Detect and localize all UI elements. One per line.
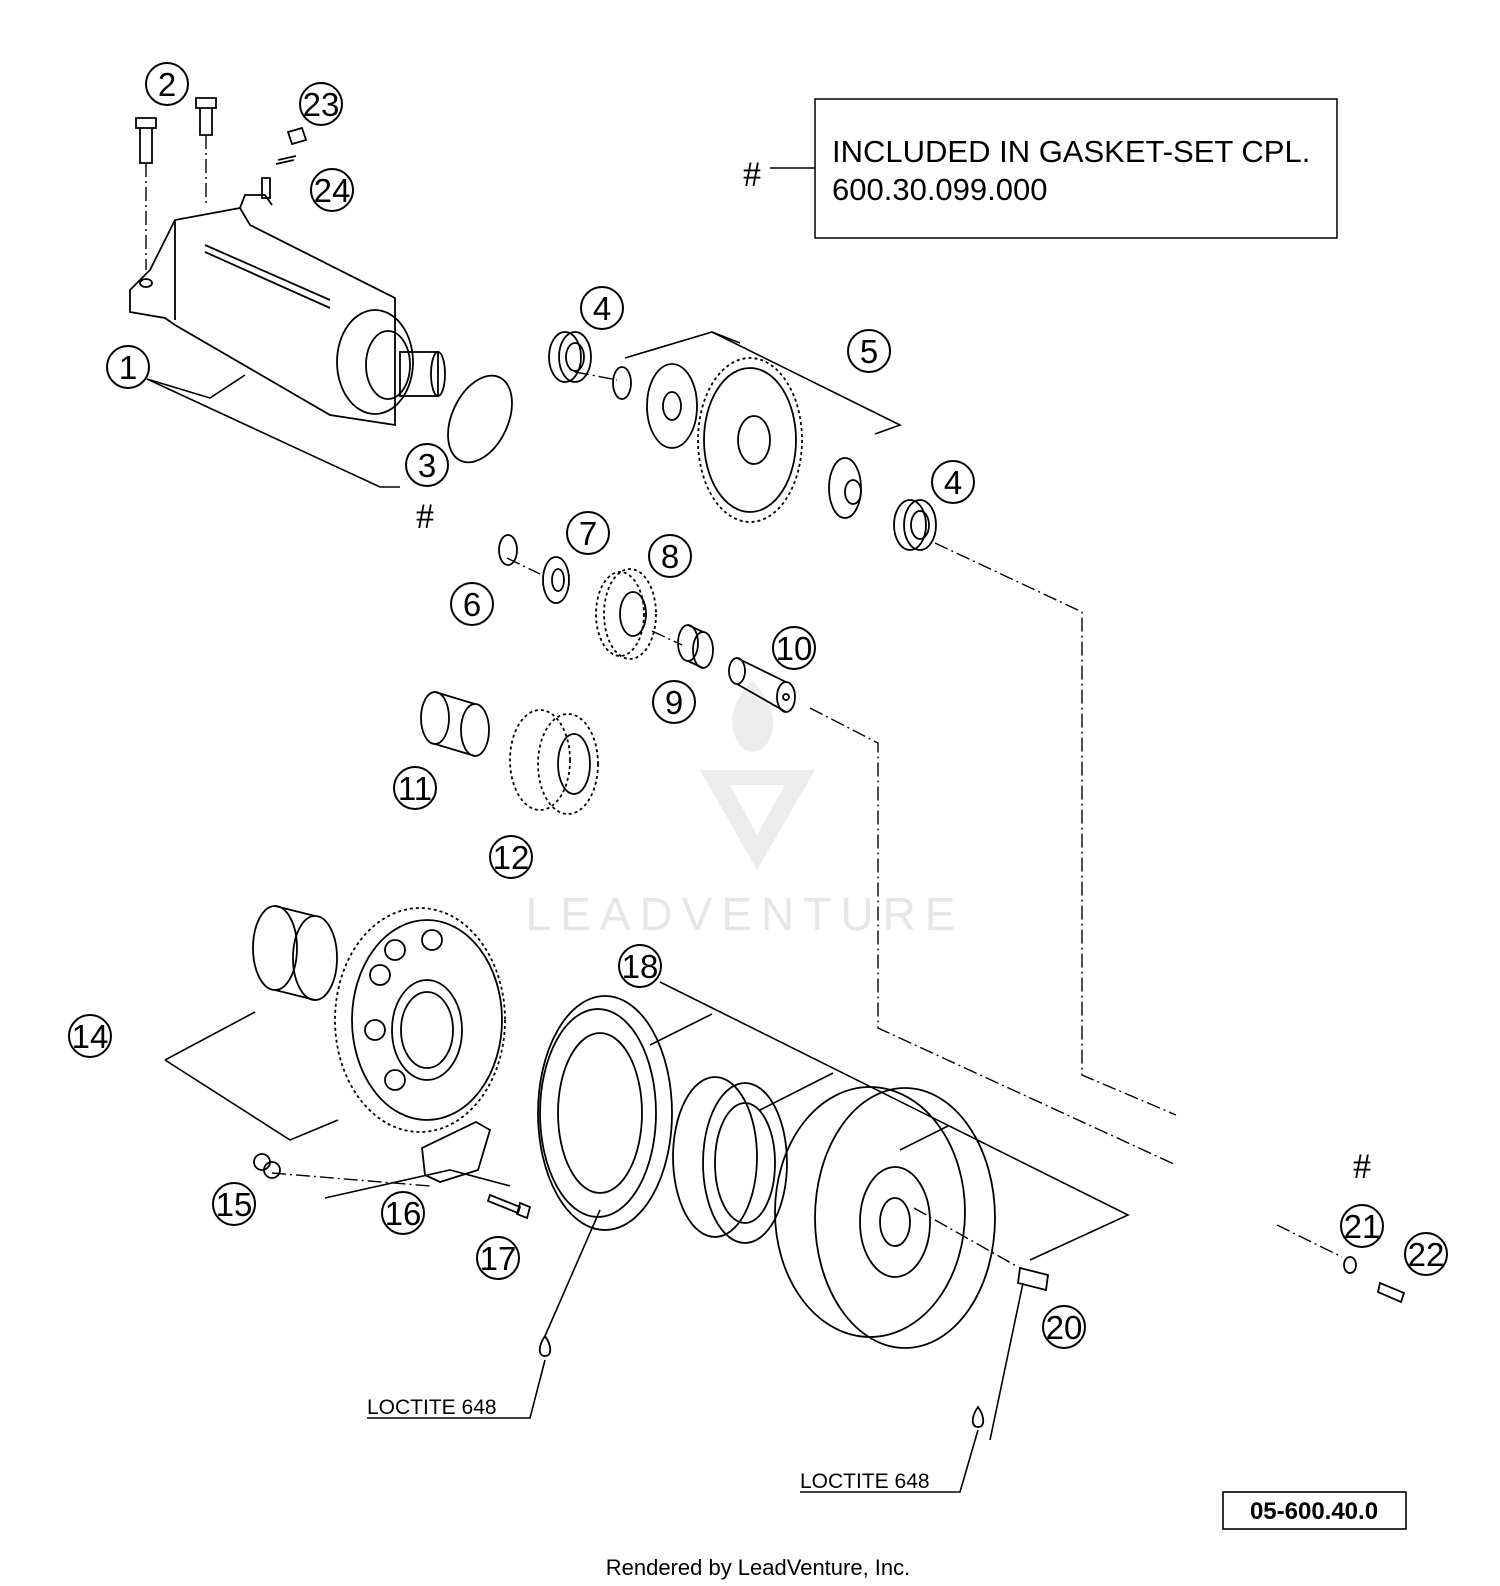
callout-8: 8: [648, 534, 692, 578]
svg-text:8: 8: [661, 538, 679, 575]
callout-6: 6: [450, 582, 494, 626]
needle-bearing-14: [252, 905, 338, 1001]
svg-text:21: 21: [1344, 1208, 1381, 1245]
svg-text:4: 4: [944, 464, 962, 501]
watermark-flame-icon: [732, 680, 774, 752]
watermark-text: LEADVENTURE: [526, 888, 965, 940]
bearing-4-lower: [893, 499, 937, 551]
callout-4-lower: 4: [931, 460, 975, 504]
o-ring-3: [447, 374, 513, 464]
svg-text:12: 12: [493, 839, 530, 876]
nut-23: [286, 126, 308, 146]
callout-16: 16: [381, 1191, 425, 1235]
hash-mark-part-21: #: [1353, 1146, 1371, 1186]
washer-upper: [646, 363, 698, 449]
loctite-drop-left-icon: [538, 1334, 552, 1357]
diagram-code-box: 05-600.40.0: [1222, 1491, 1407, 1530]
callout-9: 9: [652, 680, 696, 724]
gear-5: [697, 357, 862, 523]
circlip-6: [498, 534, 518, 566]
callout-3: 3: [405, 443, 449, 487]
leadventure-watermark: LEADVENTURE: [526, 680, 965, 940]
idler-gear-14: [334, 907, 506, 1133]
svg-text:24: 24: [314, 172, 351, 209]
washer-21: [1343, 1256, 1357, 1274]
svg-text:9: 9: [665, 684, 683, 721]
svg-text:16: 16: [385, 1195, 422, 1232]
callout-1: 1: [106, 345, 150, 389]
leader-lines: [146, 331, 1130, 1493]
svg-text:6: 6: [463, 586, 481, 623]
svg-text:11: 11: [398, 770, 432, 807]
watermark-v-logo-icon: [700, 770, 815, 870]
bracket-16: [421, 1120, 492, 1183]
plug-15: [253, 1153, 281, 1179]
diagram-code: 05-600.40.0: [1250, 1498, 1378, 1525]
svg-text:3: 3: [418, 447, 436, 484]
svg-text:10: 10: [776, 630, 813, 667]
callout-17: 17: [476, 1236, 520, 1280]
callout-2: 2: [145, 62, 189, 106]
callout-11: 11: [393, 766, 437, 810]
bolt-20: [1017, 1266, 1049, 1292]
svg-text:22: 22: [1408, 1236, 1445, 1273]
loctite-label-left: LOCTITE 648: [367, 1396, 497, 1419]
callout-20: 20: [1042, 1305, 1086, 1349]
washer-24: [261, 155, 297, 199]
bearing-4-upper: [548, 331, 592, 383]
svg-text:17: 17: [480, 1240, 517, 1277]
callout-10: 10: [772, 626, 816, 670]
gear-12: [509, 709, 599, 815]
circlip-upper: [612, 366, 632, 400]
note-line-1: INCLUDED IN GASKET-SET CPL.: [832, 134, 1310, 169]
callout-7: 7: [566, 511, 610, 555]
starter-motor: [129, 194, 446, 427]
svg-text:2: 2: [158, 66, 176, 103]
assembly-lines: [145, 135, 1343, 1268]
svg-text:18: 18: [622, 948, 659, 985]
svg-text:1: 1: [119, 349, 137, 386]
freewheel-housing: [537, 995, 673, 1231]
svg-text:5: 5: [860, 333, 878, 370]
washer-7: [542, 556, 570, 604]
bolt-2: [135, 97, 217, 164]
footer-credit: Rendered by LeadVenture, Inc.: [606, 1555, 911, 1580]
shaft-10: [728, 657, 796, 713]
callout-15: 15: [212, 1182, 256, 1226]
svg-text:23: 23: [303, 86, 340, 123]
note-hash-marker: #: [743, 154, 761, 194]
freewheel-cage: [672, 1076, 788, 1244]
svg-text:15: 15: [216, 1186, 253, 1223]
svg-text:20: 20: [1046, 1309, 1083, 1346]
gear-8: [595, 568, 657, 660]
loctite-drop-right-icon: [971, 1405, 985, 1428]
callout-24: 24: [310, 168, 354, 212]
gasket-set-note: # INCLUDED IN GASKET-SET CPL. 600.30.099…: [743, 98, 1338, 239]
hash-mark-part-3: #: [416, 496, 434, 536]
callout-12: 12: [489, 835, 533, 879]
callout-5: 5: [847, 329, 891, 373]
callout-14: 14: [68, 1014, 112, 1058]
note-line-2: 600.30.099.000: [832, 172, 1048, 207]
callout-21: 21: [1340, 1204, 1384, 1248]
svg-text:7: 7: [579, 515, 597, 552]
bolt-22: [1376, 1281, 1406, 1304]
loctite-label-right: LOCTITE 648: [800, 1470, 930, 1493]
needle-bearing-11: [420, 691, 490, 757]
callout-18: 18: [618, 944, 662, 988]
callout-22: 22: [1404, 1232, 1448, 1276]
bolt-17: [486, 1193, 532, 1220]
svg-text:14: 14: [72, 1018, 109, 1055]
callout-23: 23: [299, 82, 343, 126]
callout-4-upper: 4: [580, 286, 624, 330]
flywheel-rotor: [774, 1086, 996, 1349]
svg-text:4: 4: [593, 290, 611, 327]
needle-bearing-9: [677, 624, 714, 669]
